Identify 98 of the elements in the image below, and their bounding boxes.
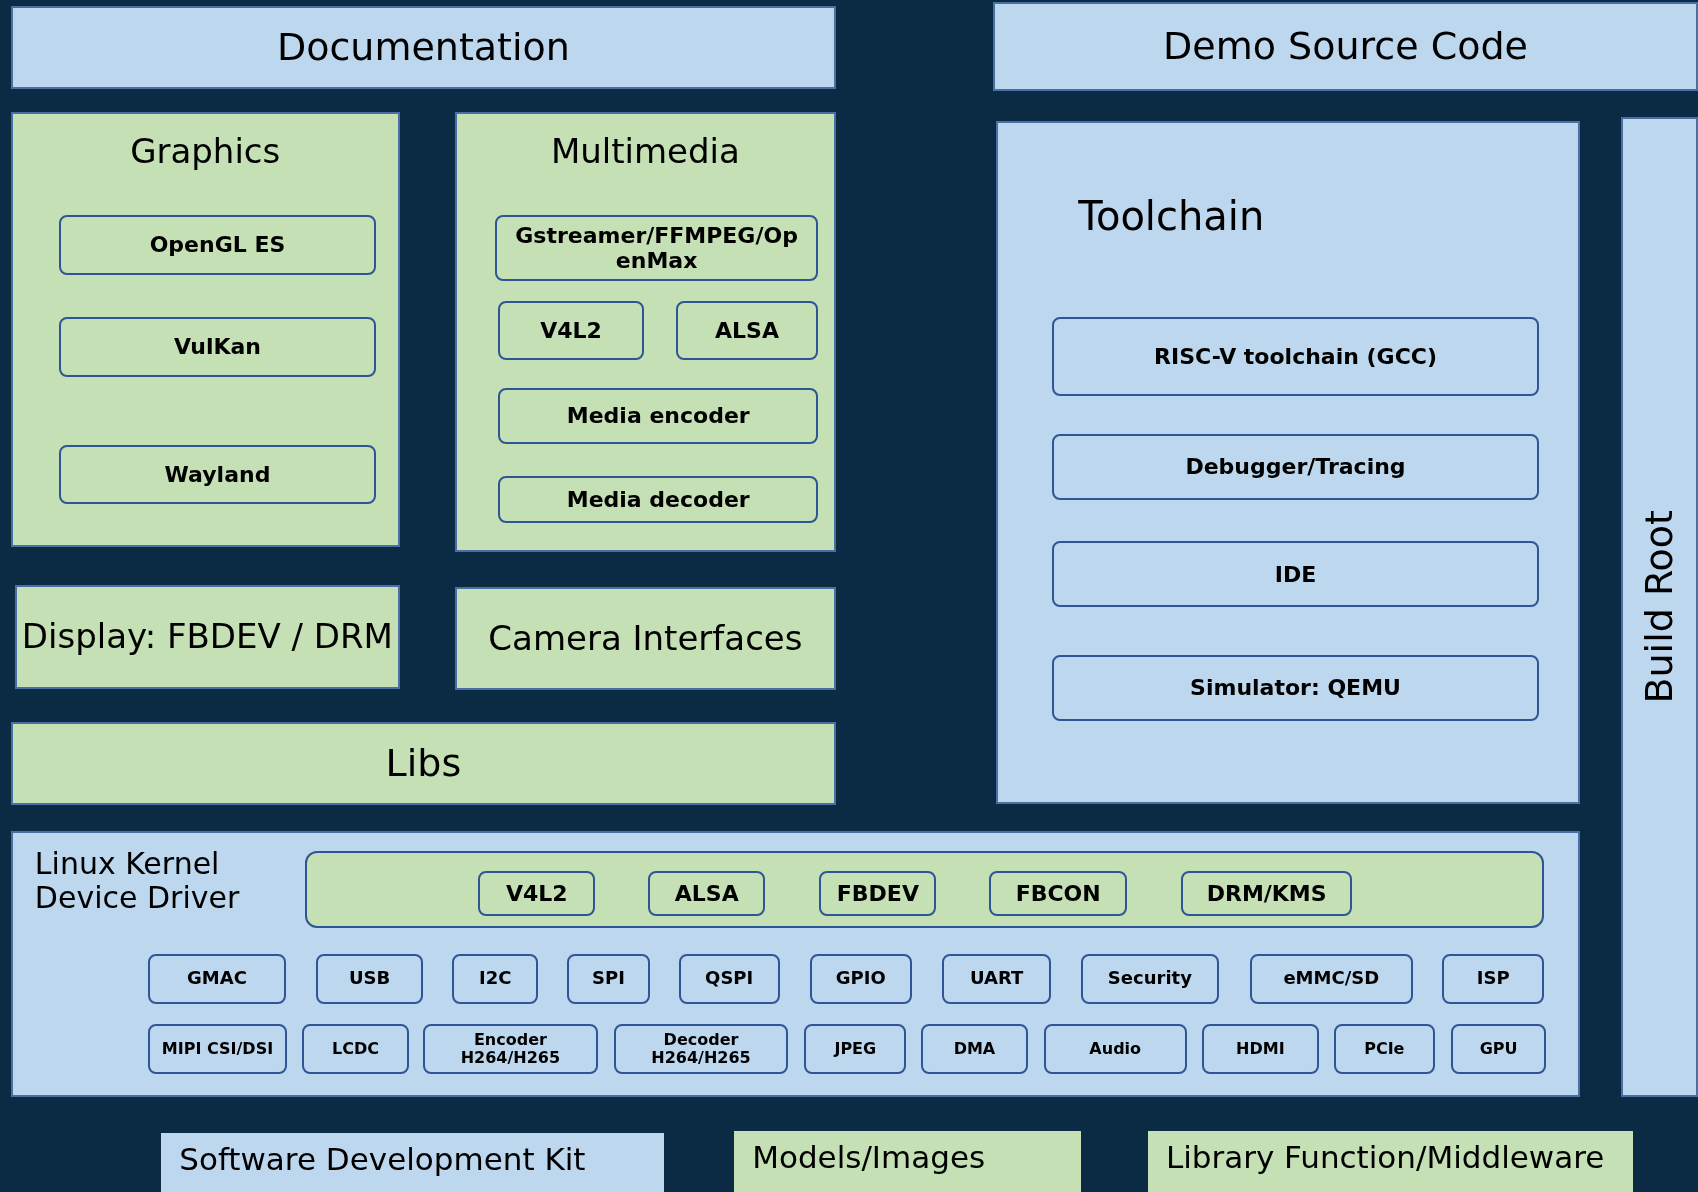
box-label: Libs xyxy=(385,741,462,786)
layer-panel xyxy=(10,722,836,805)
box-label: Debugger/Tracing xyxy=(1185,454,1406,480)
box-label: Wayland xyxy=(164,462,271,488)
layer-panel xyxy=(996,121,1580,804)
module-box xyxy=(613,1024,789,1075)
module-box xyxy=(1442,953,1545,1004)
box-label: Encoder H264/H265 xyxy=(459,1030,562,1068)
module-box xyxy=(921,1024,1028,1075)
module-box xyxy=(1333,1024,1435,1075)
box-label: Decoder H264/H265 xyxy=(650,1030,752,1068)
box-label: Camera Interfaces xyxy=(488,618,803,658)
module-box xyxy=(989,871,1127,916)
box-label: eMMC/SD xyxy=(1283,968,1380,990)
module-box xyxy=(59,215,376,275)
module-box xyxy=(819,871,937,916)
legend-label: Models/Images xyxy=(752,1138,986,1175)
box-label: MIPI CSI/DSI xyxy=(161,1039,274,1059)
box-label: PCIe xyxy=(1364,1039,1405,1059)
module-box xyxy=(148,1024,287,1075)
box-label: Toolchain xyxy=(1078,193,1265,240)
box-label: FBDEV xyxy=(836,880,919,907)
layer-panel xyxy=(1621,116,1698,1097)
box-label: LCDC xyxy=(332,1039,380,1059)
module-box xyxy=(301,1024,410,1075)
box-label: V4L2 xyxy=(505,880,568,907)
box-label: Linux Kernel Device Driver xyxy=(34,846,241,916)
box-label: GPU xyxy=(1479,1039,1518,1059)
box-label: Simulator: QEMU xyxy=(1190,675,1401,701)
module-box xyxy=(648,871,766,916)
box-label: FBCON xyxy=(1015,880,1101,907)
box-label: ALSA xyxy=(715,318,779,344)
module-box xyxy=(1080,953,1220,1004)
box-label: GMAC xyxy=(187,968,247,990)
box-label: Display: FBDEV / DRM xyxy=(21,617,393,657)
box-label: QSPI xyxy=(705,968,754,990)
box-label: Documentation xyxy=(276,25,570,70)
module-box xyxy=(497,300,645,361)
module-box xyxy=(678,953,780,1004)
box-label: Graphics xyxy=(129,131,282,171)
box-label: Security xyxy=(1107,968,1192,990)
module-box xyxy=(1052,317,1539,397)
module-box xyxy=(1043,1024,1187,1075)
module-box xyxy=(316,953,424,1004)
module-box xyxy=(809,953,912,1004)
module-box xyxy=(59,317,376,377)
box-label: GPIO xyxy=(835,968,886,990)
module-box xyxy=(804,1024,907,1075)
module-box xyxy=(423,1024,598,1075)
box-label: VulKan xyxy=(174,334,261,360)
box-label: Build Root xyxy=(1637,510,1682,704)
layer-panel xyxy=(15,584,400,689)
module-box xyxy=(1181,871,1353,916)
module-box xyxy=(452,953,539,1004)
box-label: ALSA xyxy=(674,880,739,907)
module-box xyxy=(1249,953,1413,1004)
module-box xyxy=(1052,655,1539,722)
module-box xyxy=(497,476,819,523)
box-label: DMA xyxy=(953,1039,996,1059)
box-label: Demo Source Code xyxy=(1163,24,1528,69)
module-box xyxy=(567,953,650,1004)
box-label: SPI xyxy=(592,968,625,990)
box-label: I2C xyxy=(479,968,512,990)
module-box xyxy=(497,387,819,444)
box-label: USB xyxy=(348,968,391,990)
module-box xyxy=(675,300,819,361)
box-label: IDE xyxy=(1274,561,1317,587)
layer-panel xyxy=(454,111,836,553)
legend-label: Software Development Kit xyxy=(179,1140,586,1177)
module-box xyxy=(1201,1024,1319,1075)
layer-panel xyxy=(993,2,1698,91)
box-label: DRM/KMS xyxy=(1206,880,1327,907)
module-box xyxy=(148,953,286,1004)
box-label: Media encoder xyxy=(566,403,750,429)
box-label: JPEG xyxy=(834,1039,877,1059)
layer-panel xyxy=(454,586,836,690)
layer-panel xyxy=(10,6,836,89)
legend-label: Library Function/Middleware xyxy=(1165,1138,1605,1175)
box-label: Gstreamer/FFMPEG/OpenMax xyxy=(514,223,799,274)
driver-band xyxy=(305,851,1545,928)
box-label: UART xyxy=(969,968,1024,990)
module-box xyxy=(59,444,376,505)
box-label: RISC-V toolchain (GCC) xyxy=(1154,344,1437,370)
box-label: OpenGL ES xyxy=(149,232,286,258)
module-box xyxy=(1052,541,1539,608)
box-label: Audio xyxy=(1089,1039,1142,1059)
box-label: Multimedia xyxy=(549,131,741,171)
box-label: ISP xyxy=(1476,968,1510,990)
box-label: Media decoder xyxy=(566,486,750,513)
box-label: HDMI xyxy=(1236,1039,1285,1059)
module-box xyxy=(478,871,596,916)
layer-panel xyxy=(10,111,400,547)
layer-panel xyxy=(10,830,1580,1097)
module-box xyxy=(494,215,819,282)
box-label: V4L2 xyxy=(540,318,602,344)
module-box xyxy=(1450,1024,1547,1075)
module-box xyxy=(1052,434,1539,501)
module-box xyxy=(941,953,1052,1004)
